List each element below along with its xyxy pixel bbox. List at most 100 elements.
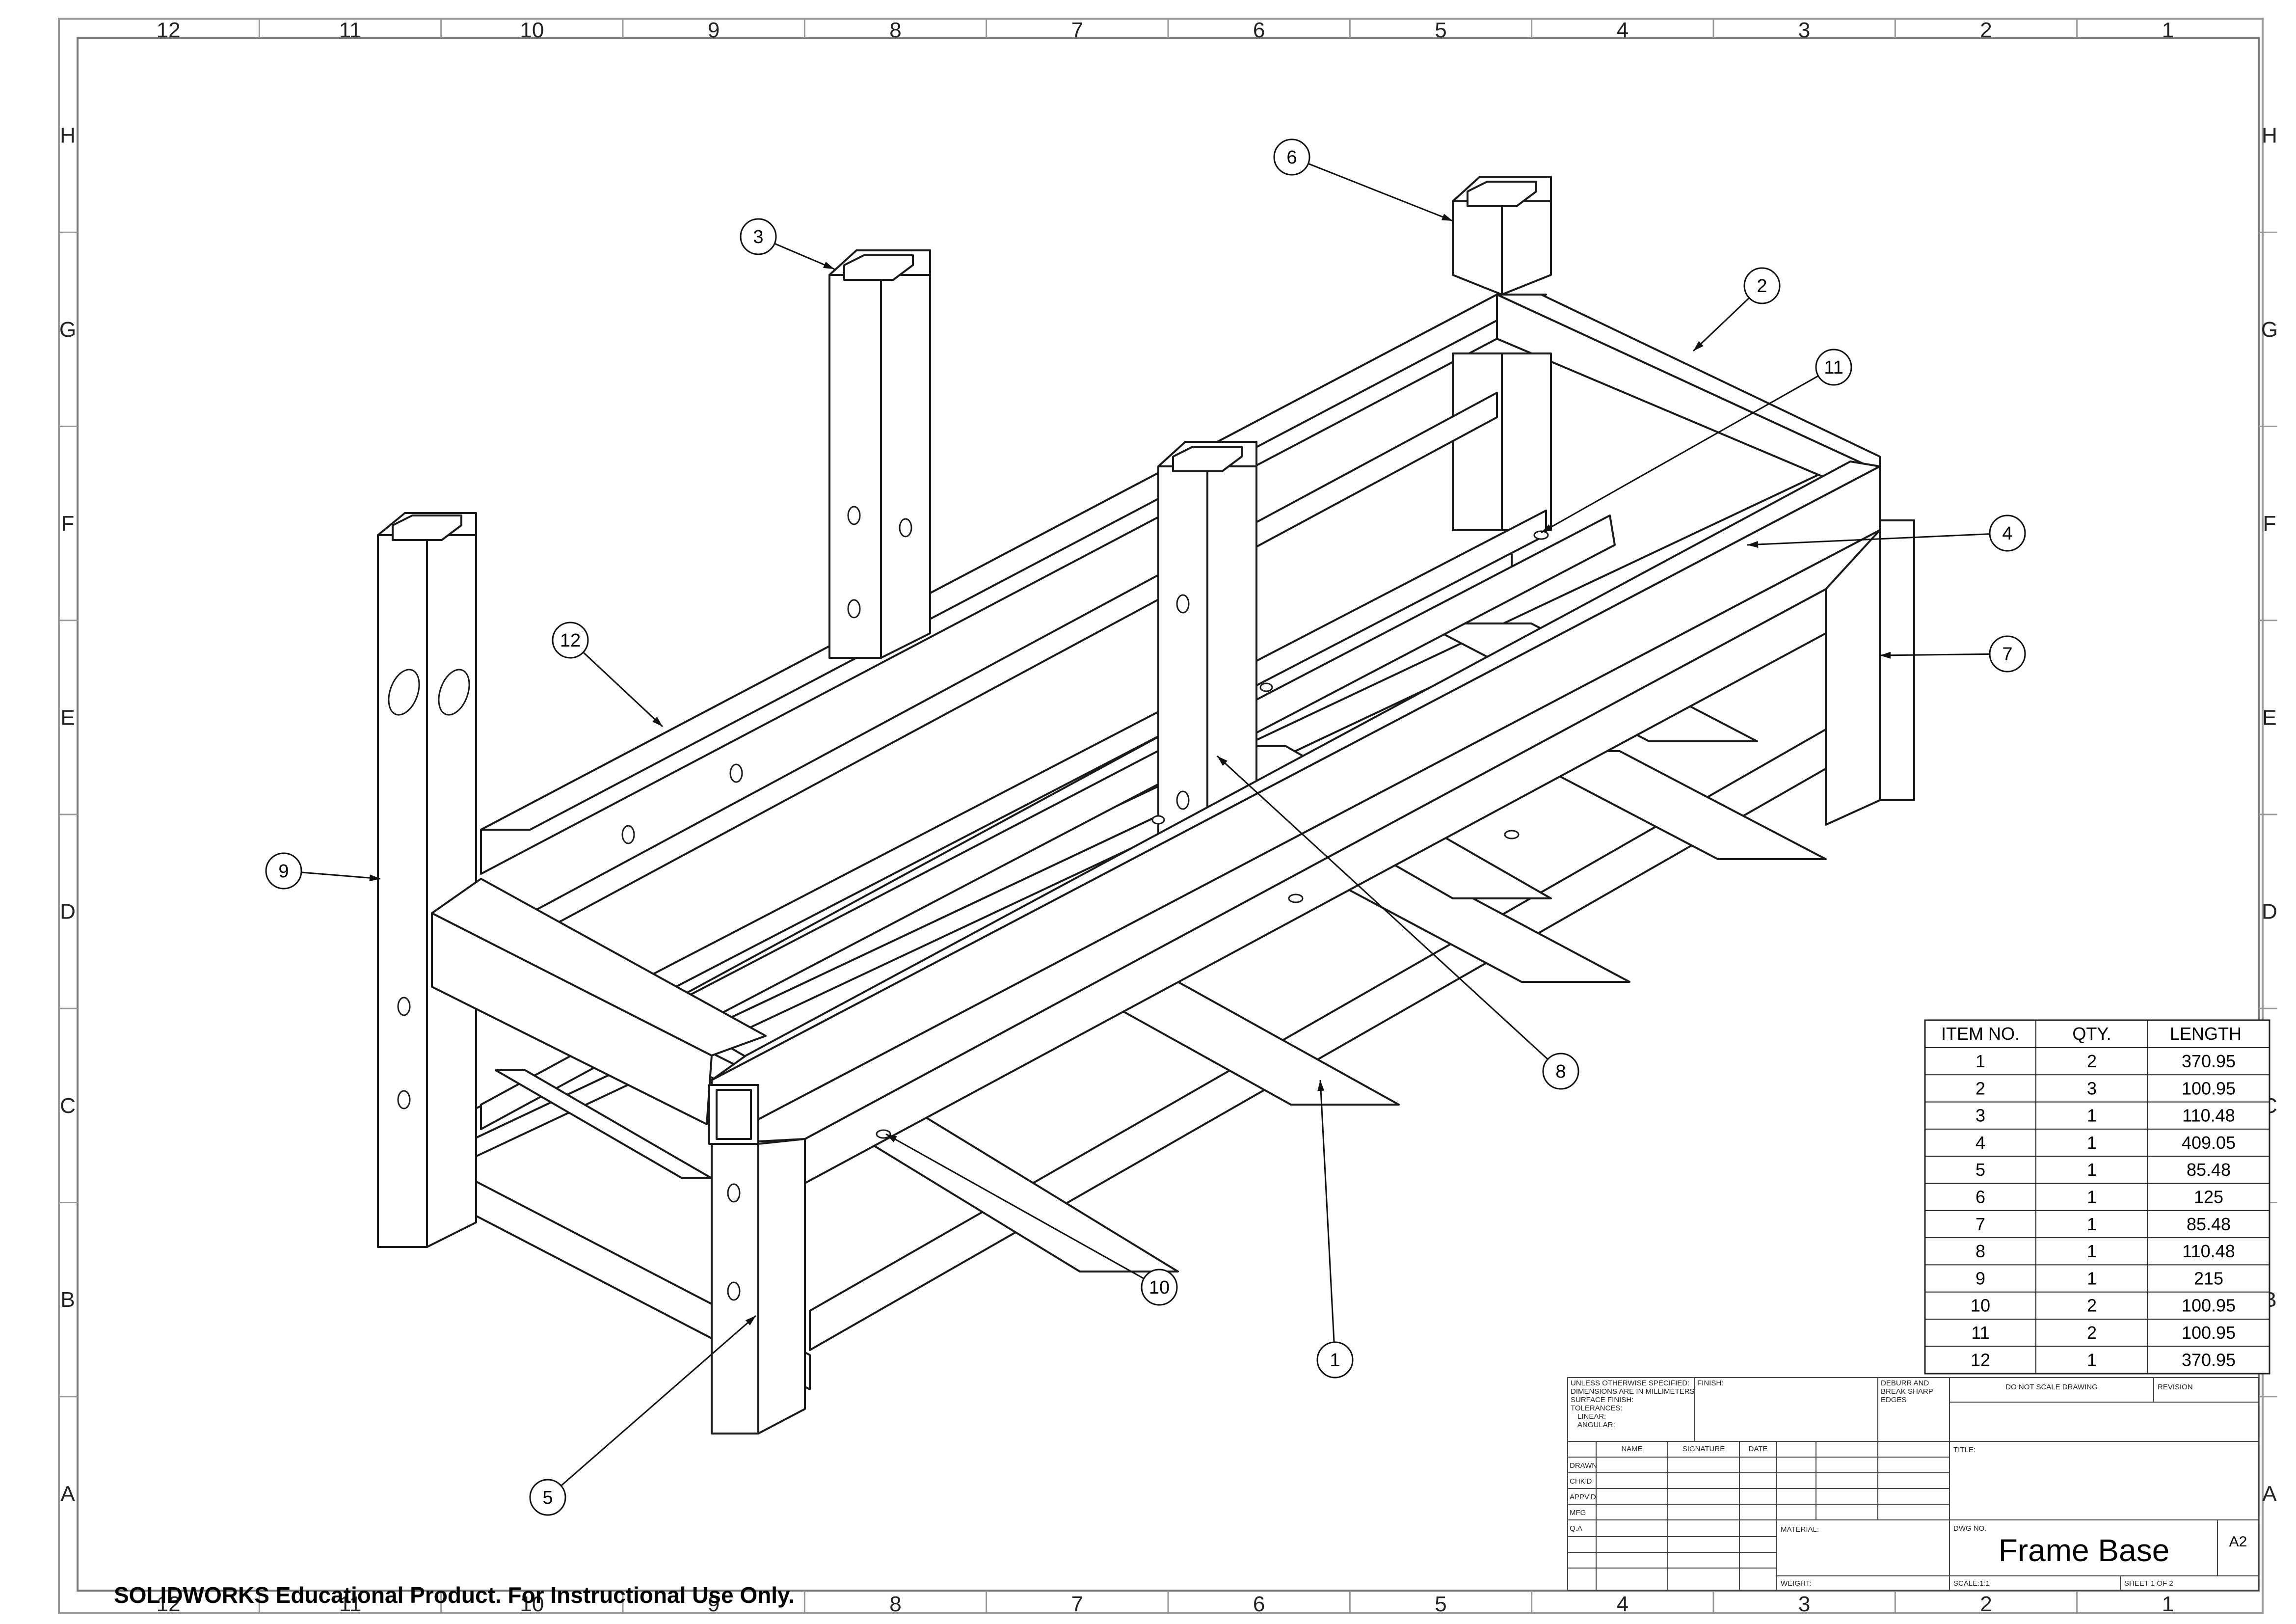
tolerance-note-line: TOLERANCES: xyxy=(1571,1404,1623,1412)
zone-col-5-top: 5 xyxy=(1435,18,1446,42)
bom-qty: 1 xyxy=(2087,1241,2097,1261)
role-label: MFG xyxy=(1570,1509,1586,1517)
sheet-number: SHEET 1 OF 2 xyxy=(2124,1579,2173,1588)
balloon-item-8: 8 xyxy=(1216,755,1579,1090)
revision-label: REVISION xyxy=(2158,1383,2193,1391)
balloon-label: 10 xyxy=(1149,1277,1170,1298)
balloon-label: 8 xyxy=(1555,1061,1566,1082)
tolerance-note-line: ANGULAR: xyxy=(1577,1421,1615,1429)
bom-qty: 1 xyxy=(2087,1160,2097,1180)
bom-length: 85.48 xyxy=(2187,1214,2231,1234)
balloon-label: 7 xyxy=(2002,644,2012,665)
tolerance-note-line: SURFACE FINISH: xyxy=(1571,1396,1633,1404)
bom-qty: 1 xyxy=(2087,1187,2097,1207)
educational-watermark: SOLIDWORKS Educational Product. For Inst… xyxy=(114,1582,795,1608)
bom-length: 100.95 xyxy=(2182,1296,2236,1316)
zone-col-3-bottom: 3 xyxy=(1798,1592,1810,1616)
zone-row-F-right: F xyxy=(2263,512,2276,536)
bom-qty: 1 xyxy=(2087,1214,2097,1234)
zone-row-C-left: C xyxy=(60,1094,76,1118)
bom-length: 215 xyxy=(2194,1268,2223,1288)
bom-item-no: 12 xyxy=(1971,1350,1990,1370)
balloon-label: 5 xyxy=(542,1488,553,1508)
bom-row: 5 1 85.48 xyxy=(1976,1160,2231,1180)
bom-length: 85.48 xyxy=(2187,1160,2231,1180)
bom-item-no: 10 xyxy=(1971,1296,1990,1316)
balloon-label: 9 xyxy=(278,861,289,882)
balloon-item-2: 2 xyxy=(1692,267,1781,352)
zone-col-4-bottom: 4 xyxy=(1617,1592,1629,1616)
dwg-no-label: DWG NO. xyxy=(1953,1524,1987,1533)
bom-row: 3 1 110.48 xyxy=(1976,1106,2235,1126)
balloon-label: 3 xyxy=(753,227,763,247)
tolerance-note-line: UNLESS OTHERWISE SPECIFIED: xyxy=(1571,1379,1689,1387)
zone-row-G-left: G xyxy=(59,318,76,342)
bom-header-item: ITEM NO. xyxy=(1941,1024,2020,1044)
bom-item-no: 3 xyxy=(1976,1106,1985,1126)
zone-row-A-right: A xyxy=(2262,1482,2277,1506)
name-header: NAME xyxy=(1621,1445,1642,1453)
balloon-label: 4 xyxy=(2002,523,2012,544)
bom-length: 370.95 xyxy=(2182,1051,2236,1071)
balloon-label: 1 xyxy=(1330,1350,1340,1371)
balloon-item-1: 1 xyxy=(1316,1080,1354,1379)
bom-length: 110.48 xyxy=(2182,1241,2235,1261)
zone-col-6-top: 6 xyxy=(1253,18,1265,42)
bom-header-qty: QTY. xyxy=(2072,1024,2111,1044)
zone-col-7-bottom: 7 xyxy=(1071,1592,1083,1616)
zone-col-6-bottom: 6 xyxy=(1253,1592,1265,1616)
zone-row-E-left: E xyxy=(60,705,75,730)
finish-label: FINISH: xyxy=(1697,1379,1723,1387)
balloon-item-9: 9 xyxy=(265,852,381,890)
bom-qty: 1 xyxy=(2087,1350,2097,1370)
deburr-note-line: DEBURR AND xyxy=(1881,1379,1929,1387)
zone-row-E-right: E xyxy=(2262,705,2276,730)
role-label: Q.A xyxy=(1570,1524,1582,1533)
zone-col-3-top: 3 xyxy=(1798,18,1810,42)
frame-isometric-view xyxy=(377,176,1915,1435)
zone-row-H-left: H xyxy=(60,124,76,148)
bom-header-length: LENGTH xyxy=(2170,1024,2242,1044)
zone-row-G-right: G xyxy=(2261,318,2278,342)
balloon-item-10: 10 xyxy=(885,1133,1178,1306)
bom-qty: 1 xyxy=(2087,1106,2097,1126)
balloon-item-11: 11 xyxy=(1541,349,1852,534)
zone-row-B-left: B xyxy=(60,1288,75,1312)
bom-length: 110.48 xyxy=(2182,1106,2235,1126)
tolerance-notes: UNLESS OTHERWISE SPECIFIED:DIMENSIONS AR… xyxy=(1571,1379,1695,1429)
zone-row-A-left: A xyxy=(60,1482,75,1506)
deburr-note-line: EDGES xyxy=(1881,1396,1907,1404)
balloon-label: 12 xyxy=(560,630,581,651)
bom-item-no: 2 xyxy=(1976,1078,1985,1098)
zone-col-12-top: 12 xyxy=(157,18,181,42)
bom-length: 125 xyxy=(2194,1187,2223,1207)
bom-item-no: 9 xyxy=(1976,1268,1985,1288)
signature-header: SIGNATURE xyxy=(1682,1445,1725,1453)
zone-col-10-top: 10 xyxy=(520,18,544,42)
bom-row: 12 1 370.95 xyxy=(1971,1350,2236,1370)
bom-item-no: 5 xyxy=(1976,1160,1985,1180)
zone-col-12-bottom: 12 xyxy=(157,1592,181,1616)
zone-col-1-top: 1 xyxy=(2162,18,2174,42)
balloon-label: 2 xyxy=(1757,276,1767,297)
bom-qty: 2 xyxy=(2087,1323,2097,1343)
bom-qty: 2 xyxy=(2087,1296,2097,1316)
role-label: APPV'D xyxy=(1570,1493,1596,1501)
bom-item-no: 6 xyxy=(1976,1187,1985,1207)
zone-row-D-left: D xyxy=(60,900,76,924)
weight-label: WEIGHT: xyxy=(1781,1579,1812,1588)
zone-col-4-top: 4 xyxy=(1617,18,1629,42)
zone-col-8-top: 8 xyxy=(889,18,901,42)
zone-row-D-right: D xyxy=(2262,900,2277,924)
bom-length: 370.95 xyxy=(2182,1350,2236,1370)
bom-item-no: 4 xyxy=(1976,1133,1985,1153)
deburr-note-line: BREAK SHARP xyxy=(1881,1387,1933,1396)
